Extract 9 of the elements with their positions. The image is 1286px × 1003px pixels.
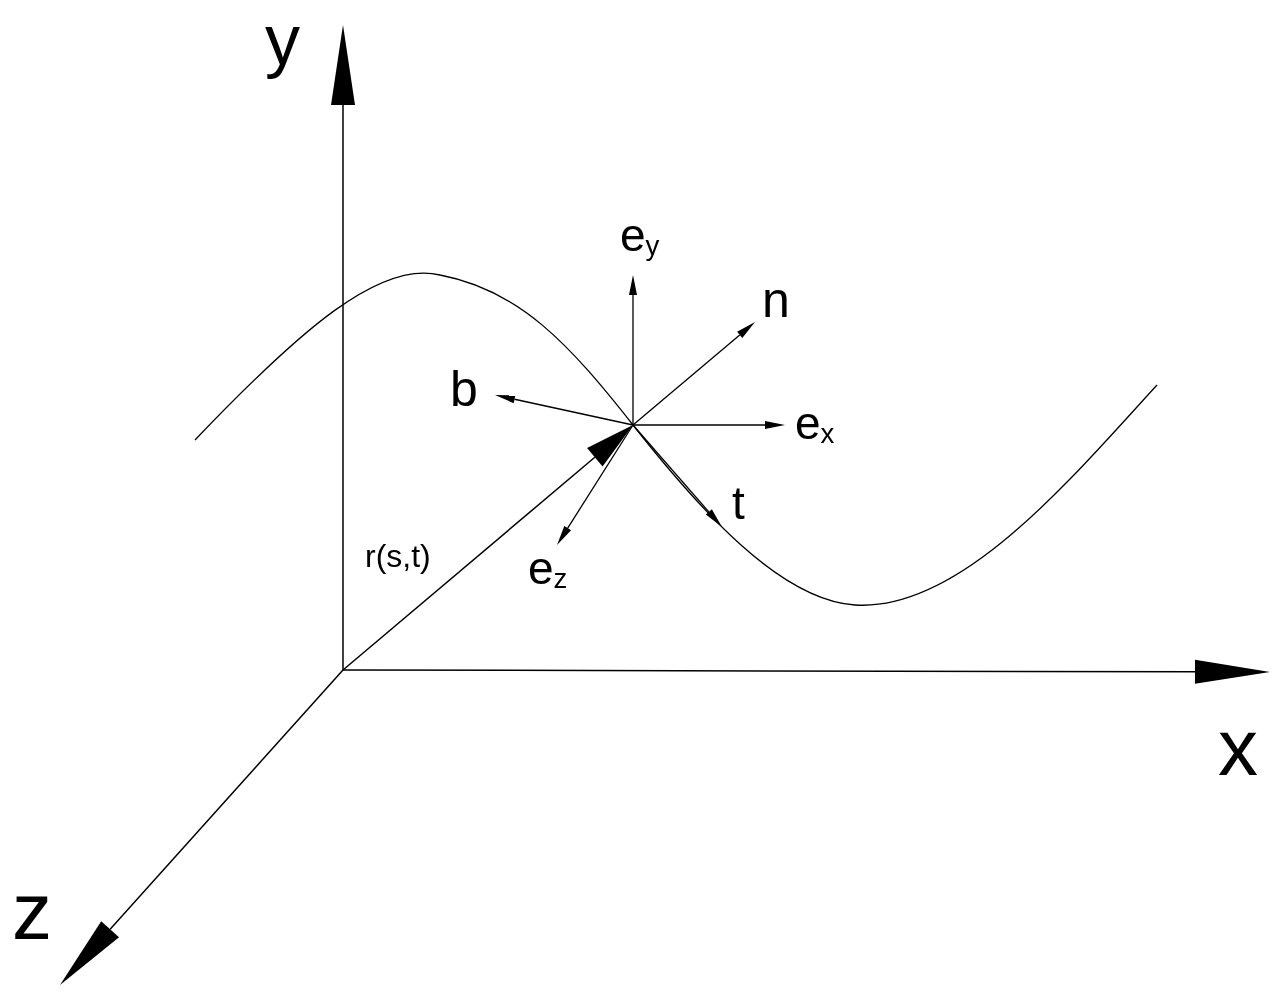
vector-label: b — [450, 364, 478, 414]
axis-label: z — [12, 872, 52, 952]
vector-label: e$_{y}$ — [620, 212, 660, 260]
vector-label: e$_{x}$ — [795, 400, 835, 448]
vector-label: n — [762, 275, 790, 325]
vector-label: e$_{z}$ — [528, 545, 568, 593]
vector-label: t — [732, 480, 745, 526]
vector-label: r(s,t) — [365, 540, 431, 572]
axis-label: x — [1218, 708, 1258, 788]
